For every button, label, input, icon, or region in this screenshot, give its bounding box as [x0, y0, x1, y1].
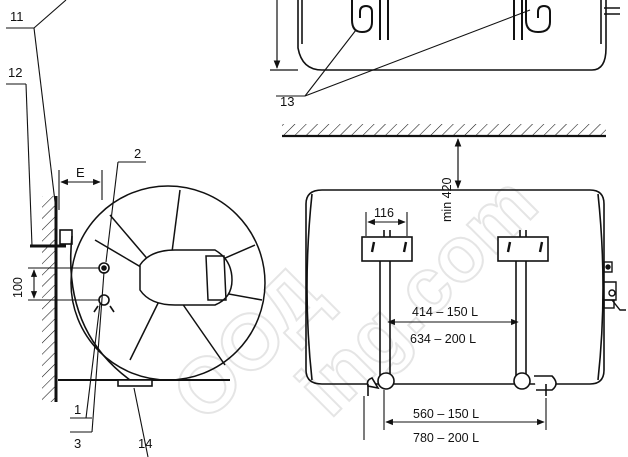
callout-12-label: 12	[8, 65, 22, 80]
top-dim-line	[270, 0, 298, 71]
wall	[42, 196, 58, 402]
callout-3-label: 3	[74, 436, 81, 451]
side-fittings-left	[93, 262, 115, 313]
callout-14	[133, 387, 149, 457]
front-heater-body	[305, 189, 605, 385]
callout-14-label: 14	[138, 436, 152, 451]
callout-13	[276, 9, 531, 97]
callout-13-label: 13	[280, 94, 294, 109]
callout-12	[6, 83, 33, 247]
callout-11-label: 11	[10, 9, 24, 24]
dim-414-label: 414 – 150 L	[412, 305, 478, 319]
side-tank	[70, 185, 266, 381]
callout-2-label: 2	[134, 146, 141, 161]
dim-634-label: 634 – 200 L	[410, 332, 476, 346]
dim-780-label: 780 – 200 L	[413, 431, 479, 445]
dim-560-780	[363, 390, 547, 440]
ceiling	[282, 124, 606, 138]
dim-100-label: 100	[11, 277, 25, 298]
callout-11	[6, 0, 67, 211]
dim-116-label: 116	[374, 206, 394, 220]
dim-e-label: E	[76, 165, 85, 180]
bracket-right	[497, 230, 549, 380]
callout-1-3	[70, 271, 105, 433]
side-bracket	[58, 229, 230, 387]
callout-1-label: 1	[74, 402, 81, 417]
dim-560-label: 560 – 150 L	[413, 407, 479, 421]
top-heater-view	[297, 0, 620, 71]
bottom-fittings	[366, 372, 557, 396]
dim-116	[365, 212, 408, 236]
dim-100	[28, 267, 100, 301]
callout-2	[105, 161, 146, 263]
dim-e	[58, 170, 103, 210]
min420-label: min 420	[440, 177, 454, 222]
side-fittings	[603, 261, 626, 311]
